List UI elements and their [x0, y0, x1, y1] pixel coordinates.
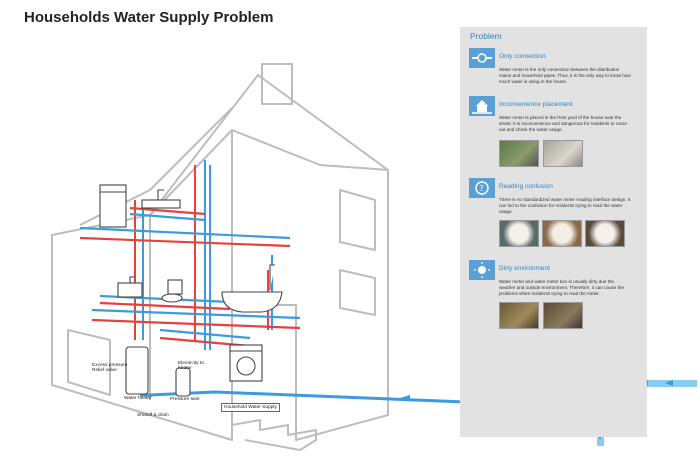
section-text: Water meter and water meter box is usual… — [499, 279, 625, 297]
meter-dial-photo — [585, 220, 625, 247]
meter-box-photo — [543, 140, 583, 167]
relief-valve-label: Excess pressure Relief valve — [92, 363, 128, 373]
panel-title: Problem — [470, 31, 502, 41]
meter-icon — [469, 48, 495, 68]
sun-icon — [469, 260, 495, 280]
section-heading: Reading confusion — [499, 183, 553, 190]
household-supply-label: Household Water Supply — [221, 403, 280, 412]
pressure-tank-label: Pressure tank — [170, 397, 200, 402]
pressure-tank-icon — [175, 367, 191, 397]
house-outline — [51, 63, 389, 451]
bath-sink-icon — [117, 282, 143, 298]
house-icon — [469, 96, 495, 116]
section-heading: Inconvenience placement — [499, 101, 573, 108]
water-heater-icon — [125, 346, 149, 395]
svg-text:?: ? — [480, 184, 484, 193]
question-icon: ? — [469, 178, 495, 198]
meter-dial-photo — [542, 220, 582, 247]
section-reading-confusion: ? Reading confusion There is no standard… — [469, 178, 639, 250]
dishwasher-icon — [99, 184, 127, 228]
meter-dial-photo — [499, 220, 539, 247]
electricity-label: Electricity to heater — [178, 361, 204, 371]
dirty-meter-photo — [499, 302, 539, 329]
toilet-icon — [167, 279, 183, 295]
section-heading: Only connection — [499, 53, 546, 60]
section-heading: Dirty environment — [499, 265, 550, 272]
water-heater-label: Water heater — [124, 396, 152, 401]
page-title: Households Water Supply Problem — [24, 9, 274, 26]
bathtub-icon — [221, 291, 283, 313]
kitchen-sink-icon — [141, 199, 181, 209]
dirty-box-photo — [543, 302, 583, 329]
section-dirty-environment: Dirty environment Water meter and water … — [469, 260, 639, 334]
shutoff-drain-label: Shutoff & drain — [137, 413, 169, 418]
section-text: Water meter is placed in the front yard … — [499, 115, 627, 133]
section-inconvenience: Inconvenience placement Water meter is p… — [469, 96, 639, 170]
meter-yard-photo — [499, 140, 539, 167]
section-only-connection: Only connection Water meter is the only … — [469, 48, 639, 94]
section-text: There is no standardized water meter rea… — [499, 197, 631, 215]
section-text: Water meter is the only connection betwe… — [499, 67, 631, 85]
